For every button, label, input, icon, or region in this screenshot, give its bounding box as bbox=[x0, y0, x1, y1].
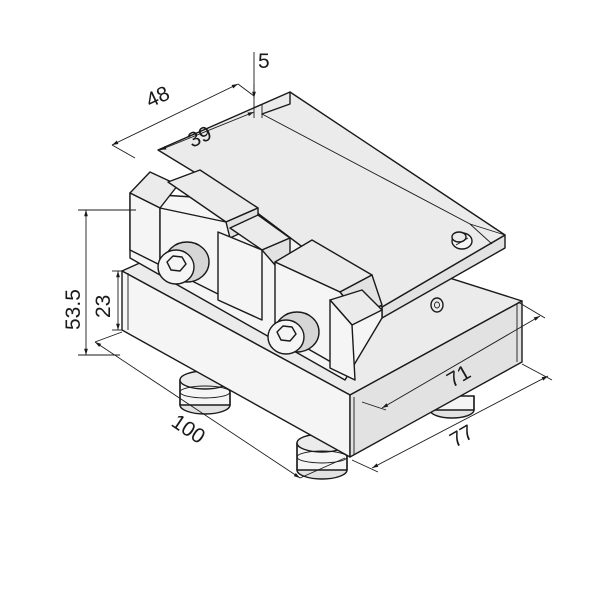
screw-left-icon bbox=[157, 241, 210, 285]
side-hole-icon bbox=[430, 297, 444, 313]
jaw-center bbox=[217, 214, 291, 321]
jaw-left bbox=[129, 171, 179, 266]
dim-100-label: 100 bbox=[167, 410, 209, 449]
locating-pin-icon bbox=[451, 231, 473, 250]
dim-48-label: 48 bbox=[142, 82, 173, 113]
dim-77-label: 77 bbox=[446, 421, 478, 453]
jaw-right bbox=[329, 289, 383, 381]
dim-53-5-label: 53.5 bbox=[62, 289, 85, 330]
dim-5-label: 5 bbox=[258, 50, 270, 73]
dim-23-label: 23 bbox=[92, 295, 115, 318]
dim-23: 23 bbox=[92, 270, 122, 331]
